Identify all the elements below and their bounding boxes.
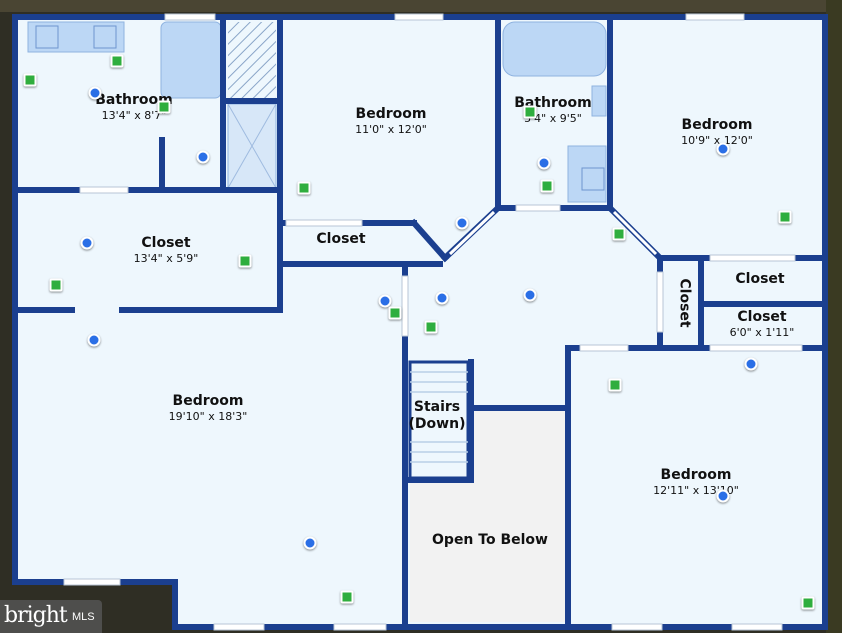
hatched-chase xyxy=(228,22,276,98)
camera-marker[interactable] xyxy=(340,590,354,604)
camera-marker[interactable] xyxy=(110,54,124,68)
photo-marker[interactable] xyxy=(88,86,102,100)
bathtub-1 xyxy=(160,21,222,99)
camera-marker[interactable] xyxy=(297,181,311,195)
photo-marker[interactable] xyxy=(80,236,94,250)
photo-marker[interactable] xyxy=(716,142,730,156)
photo-marker[interactable] xyxy=(378,294,392,308)
photo-marker[interactable] xyxy=(537,156,551,170)
bathroom-2-vanity xyxy=(567,145,607,203)
photo-marker[interactable] xyxy=(523,288,537,302)
camera-marker[interactable] xyxy=(523,105,537,119)
logo-brand-text: bright xyxy=(4,603,68,628)
camera-marker[interactable] xyxy=(778,210,792,224)
camera-marker[interactable] xyxy=(540,179,554,193)
photo-marker[interactable] xyxy=(87,333,101,347)
fixtures xyxy=(27,21,607,203)
openings xyxy=(63,13,803,631)
photo-marker[interactable] xyxy=(455,216,469,230)
photo-marker[interactable] xyxy=(435,291,449,305)
camera-marker[interactable] xyxy=(157,100,171,114)
camera-marker[interactable] xyxy=(612,227,626,241)
camera-marker[interactable] xyxy=(23,73,37,87)
camera-marker[interactable] xyxy=(608,378,622,392)
logo-suffix-text: MLS xyxy=(72,611,95,623)
photo-marker[interactable] xyxy=(716,489,730,503)
floor-area xyxy=(15,17,825,627)
camera-marker[interactable] xyxy=(388,306,402,320)
photo-marker[interactable] xyxy=(744,357,758,371)
bathtub-2 xyxy=(502,21,607,77)
bathroom-vanity xyxy=(27,21,125,53)
stairs-treads xyxy=(408,360,470,480)
camera-marker[interactable] xyxy=(238,254,252,268)
diagonal-doors xyxy=(448,210,658,256)
camera-marker[interactable] xyxy=(49,278,63,292)
bright-mls-logo: bright MLS xyxy=(0,600,102,633)
camera-marker[interactable] xyxy=(801,596,815,610)
photo-marker[interactable] xyxy=(196,150,210,164)
photo-marker[interactable] xyxy=(303,536,317,550)
camera-marker[interactable] xyxy=(424,320,438,334)
